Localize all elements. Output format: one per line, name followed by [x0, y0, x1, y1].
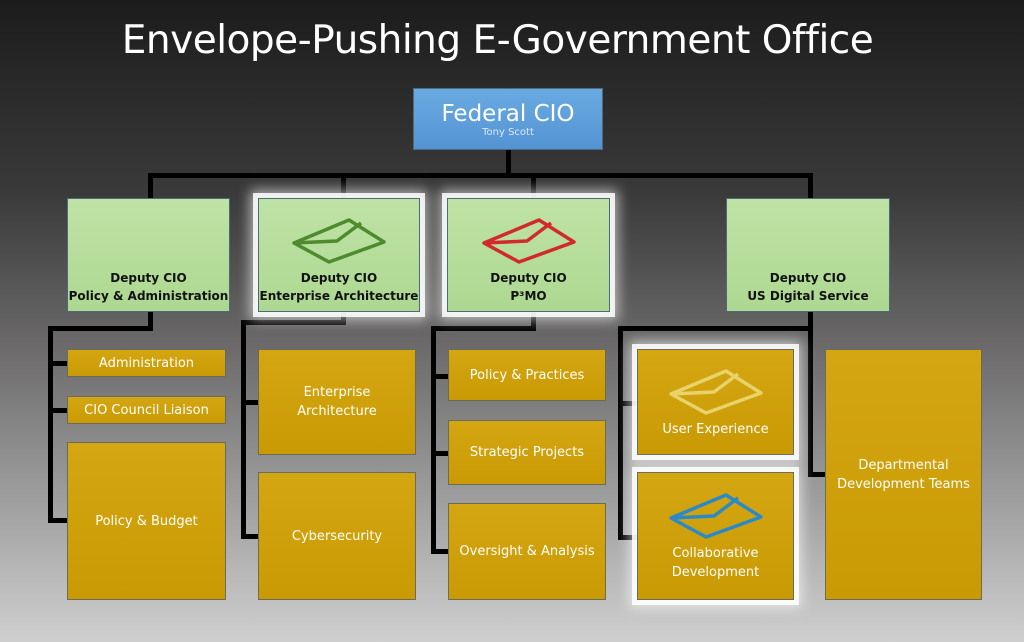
- unit-policy-practices: Policy & Practices: [448, 349, 606, 401]
- unit-departmental-development-teams: Departmental Development Teams: [825, 349, 982, 600]
- federal-cio-name: Tony Scott: [482, 126, 534, 138]
- red-envelope-icon: [481, 218, 576, 264]
- deputy-enterprise-architecture: Deputy CIO Enterprise Architecture: [258, 198, 420, 312]
- federal-cio-box: Federal CIO Tony Scott: [413, 88, 603, 150]
- unit-label: Collaborative Development: [671, 546, 760, 580]
- deputy-office: US Digital Service: [747, 289, 869, 303]
- blue-envelope-icon: [668, 493, 763, 539]
- unit-strategic-projects: Strategic Projects: [448, 420, 606, 485]
- deputy-label: Deputy CIO: [490, 271, 567, 285]
- unit-label: User Experience: [662, 421, 769, 437]
- unit-user-experience: User Experience: [637, 349, 794, 455]
- deputy-office: Policy & Administration: [68, 289, 229, 303]
- federal-cio-title: Federal CIO: [441, 100, 575, 127]
- unit-policy-budget: Policy & Budget: [67, 442, 226, 600]
- unit-cio-council-liaison: CIO Council Liaison: [67, 396, 226, 424]
- unit-collaborative-development: Collaborative Development: [637, 472, 794, 600]
- deputy-label: Deputy CIO: [110, 271, 187, 285]
- unit-administration: Administration: [67, 349, 226, 377]
- deputy-office: Enterprise Architecture: [259, 289, 419, 303]
- unit-oversight-analysis: Oversight & Analysis: [448, 503, 606, 600]
- deputy-policy-administration: Deputy CIO Policy & Administration: [67, 198, 230, 312]
- deputy-p3mo: Deputy CIO P³MO: [447, 198, 610, 312]
- deputy-label: Deputy CIO: [300, 271, 378, 285]
- unit-enterprise-architecture: Enterprise Architecture: [258, 349, 416, 455]
- deputy-label: Deputy CIO: [769, 271, 847, 285]
- unit-cybersecurity: Cybersecurity: [258, 472, 416, 600]
- green-envelope-icon: [292, 218, 386, 264]
- page-title: Envelope-Pushing E-Government Office: [121, 18, 874, 63]
- deputy-office: P³MO: [510, 289, 547, 303]
- yellow-envelope-icon: [668, 368, 763, 415]
- deputy-us-digital-service: Deputy CIO US Digital Service: [726, 198, 890, 312]
